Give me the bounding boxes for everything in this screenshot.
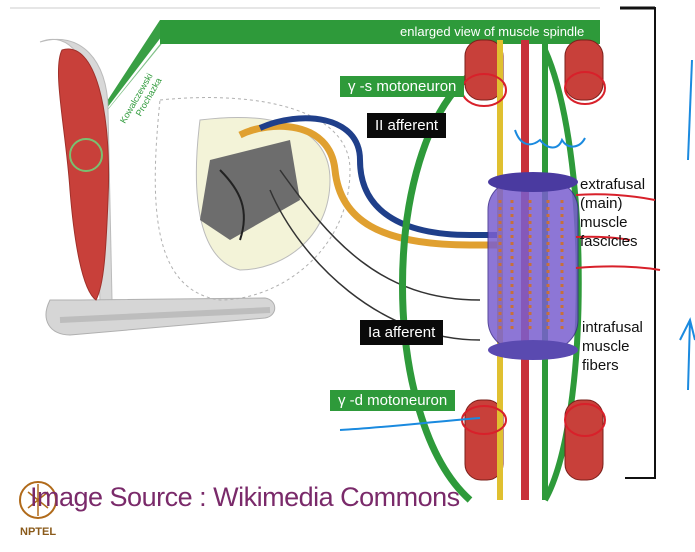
extrafusal-fascicles-top — [465, 40, 603, 100]
intrafusal-line-1: intrafusal — [582, 318, 643, 337]
gamma-d-motoneuron-label: γ -d motoneuron — [330, 390, 455, 411]
extrafusal-line-1: extrafusal — [580, 175, 645, 194]
extrafusal-label: extrafusal (main) muscle fascicles — [580, 175, 645, 251]
image-source-caption: Image Source : Wikimedia Commons — [30, 482, 460, 513]
spindle-sheath-arc — [403, 75, 471, 500]
extrafusal-line-4: fascicles — [580, 232, 645, 251]
extrafusal-line-3: muscle — [580, 213, 645, 232]
muscle-spindle-capsule — [488, 172, 578, 360]
intrafusal-line-2: muscle — [582, 337, 643, 356]
ii-afferent-label: II afferent — [367, 113, 446, 138]
intrafusal-line-3: fibers — [582, 356, 643, 375]
extrafusal-fascicles-bottom — [465, 400, 603, 480]
ia-afferent-label: Ia afferent — [360, 320, 443, 345]
nptel-logo-text: NPTEL — [20, 526, 56, 538]
intrafusal-label: intrafusal muscle fibers — [582, 318, 643, 375]
extrafusal-line-2: (main) — [580, 194, 645, 213]
gamma-s-motoneuron-label: γ -s motoneuron — [340, 76, 464, 97]
banner-text: enlarged view of muscle spindle — [400, 24, 584, 39]
